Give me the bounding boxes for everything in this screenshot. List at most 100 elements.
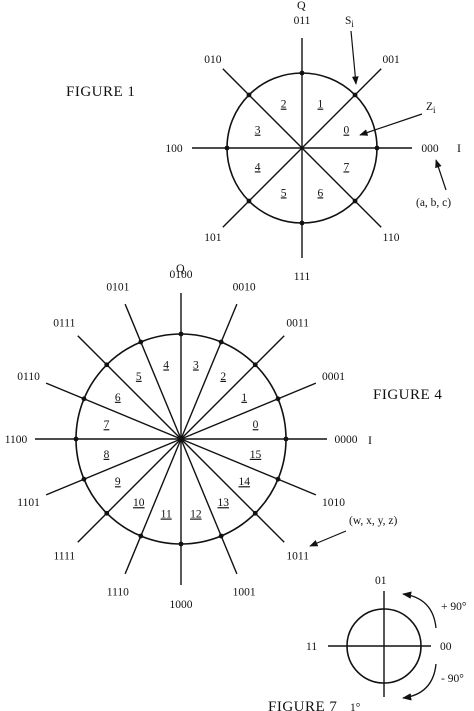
- figure-7-code-00: 00: [440, 641, 452, 653]
- figure-1-sector-number: 0: [343, 125, 349, 137]
- figure-1-ray-3: [222, 68, 303, 149]
- figure-7-minus-arrow: [402, 663, 437, 701]
- s-letter: S: [345, 15, 351, 27]
- figure-4-code-label: 1011: [286, 551, 309, 563]
- figure-4-code-label: 0000: [335, 434, 358, 446]
- figure-1-point-1: [352, 92, 358, 98]
- figure-1-code-label: 010: [204, 54, 222, 66]
- figure-4-ray-13: [180, 438, 238, 575]
- figure-1-sector-number: 2: [281, 99, 287, 111]
- figure-1-sector-number: 3: [255, 125, 261, 137]
- figure-1-point-3: [246, 92, 252, 98]
- figure-1-abc-arrow: [435, 159, 447, 191]
- figure-4-q-axis-label: Q: [176, 261, 185, 275]
- figure-4-ray-1: [180, 382, 317, 440]
- figure-4-ray-6: [77, 335, 182, 440]
- figure-1-code-label: 100: [165, 143, 183, 155]
- figure-4-wxyz-arrow: [309, 530, 347, 547]
- figure-4-i-axis-label: I: [368, 433, 372, 447]
- figure-7-caption: FIGURE 7: [268, 699, 337, 711]
- figure-1-q-axis-label: Q: [297, 0, 306, 12]
- s-subscript: i: [351, 19, 354, 29]
- figure-4-point-15: [275, 476, 281, 482]
- figure-1-point-6: [299, 220, 305, 226]
- figure-1: FIGURE 1 Q I Si Zi (a, b, c) 00000101101…: [66, 0, 461, 283]
- figure-1-caption: FIGURE 1: [66, 84, 135, 100]
- figure-4-sector-number: 10: [133, 497, 145, 509]
- figure-4-point-13: [218, 533, 224, 539]
- figure-4-code-label: 1111: [53, 551, 75, 563]
- figure-1-z-arrow: [359, 113, 423, 136]
- figure-1-i-axis-label: I: [457, 141, 461, 155]
- figure-1-code-label: 011: [294, 15, 311, 27]
- figure-4-code-label: 1100: [5, 434, 28, 446]
- figure-1-z-label: Zi: [426, 101, 436, 115]
- figure-1-point-4: [224, 145, 230, 151]
- figure-4-code-label: 1110: [107, 586, 129, 598]
- figure-4-code-label: 1010: [322, 497, 345, 509]
- figure-1-code-label: 001: [382, 54, 400, 66]
- figure-4-ray-7: [45, 382, 182, 440]
- figure-4-point-1: [275, 396, 281, 402]
- figure-4-ray-2: [180, 335, 285, 440]
- figure-4-point-2: [252, 362, 258, 368]
- figure-4-code-label: 0010: [233, 282, 256, 294]
- figure-1-ray-1: [301, 68, 382, 149]
- figure-4-code-label: 0110: [17, 371, 40, 383]
- figure-1-sector-number: 7: [343, 161, 349, 173]
- figure-1-code-label: 000: [421, 143, 439, 155]
- figure-4-code-label: 1001: [233, 586, 256, 598]
- figure-4-sector-number: 2: [220, 371, 226, 383]
- figure-4-ray-5: [124, 303, 182, 440]
- figure-4-ray-14: [180, 438, 285, 543]
- figure-4-sector-number: 5: [136, 371, 142, 383]
- figure-4-caption: FIGURE 4: [373, 387, 442, 403]
- z-letter: Z: [426, 101, 433, 113]
- figure-4-wxyz-label: (w, x, y, z): [349, 515, 397, 527]
- figure-4-ray-3: [180, 303, 238, 440]
- figure-4-point-5: [138, 339, 144, 345]
- figure-7-plus-label: + 90°: [441, 601, 467, 613]
- figure-4-point-0: [283, 436, 289, 442]
- figure-4-point-12: [178, 541, 184, 547]
- figure-7-plus-arrow: [402, 591, 437, 629]
- figure-4-code-label: 1101: [17, 497, 40, 509]
- figure-4-point-9: [81, 476, 87, 482]
- figure-4-ray-11: [124, 438, 182, 575]
- z-subscript: i: [433, 105, 436, 115]
- figure-4-code-label: 0101: [106, 282, 129, 294]
- figure-4-ray-9: [45, 438, 182, 496]
- figure-1-point-5: [246, 198, 252, 204]
- figure-4-ray-10: [77, 438, 182, 543]
- figure-4-sector-number: 15: [250, 449, 262, 461]
- figure-4-point-6: [104, 362, 110, 368]
- figure-4-sector-number: 9: [115, 476, 121, 488]
- figure-4-code-label: 0001: [322, 371, 345, 383]
- figure-1-code-label: 101: [204, 232, 222, 244]
- figure-1-ray-5: [222, 147, 303, 228]
- figure-4-point-7: [81, 396, 87, 402]
- figure-4-code-label: 0111: [53, 317, 75, 329]
- figure-1-sector-number: 5: [281, 187, 287, 199]
- figure-4-sector-number: 6: [115, 392, 121, 404]
- figure-4-code-label: 0100: [170, 269, 193, 281]
- figure-4-sector-number: 8: [104, 449, 110, 461]
- figure-4-point-4: [178, 331, 184, 337]
- figure-4-sector-number: 13: [217, 497, 229, 509]
- figure-4-ray-15: [180, 438, 317, 496]
- figure-7-caption-extra: 1°: [350, 702, 361, 711]
- figure-1-sector-number: 1: [317, 99, 323, 111]
- figure-1-code-label: 110: [383, 232, 400, 244]
- figure-1-code-label: 111: [294, 271, 311, 283]
- figure-4-sector-number: 3: [193, 359, 199, 371]
- figure-4-sector-number: 4: [163, 359, 169, 371]
- figure-4-sector-number: 7: [104, 419, 110, 431]
- figure-1-abc-label: (a, b, c): [416, 197, 451, 209]
- figure-1-point-2: [299, 70, 305, 76]
- figure-4-sector-number: 12: [190, 509, 202, 521]
- figure-4-code-label: 0011: [286, 317, 309, 329]
- figure-1-point-7: [352, 198, 358, 204]
- figure-7-code-11: 11: [306, 641, 317, 653]
- figure-4-point-14: [252, 510, 258, 516]
